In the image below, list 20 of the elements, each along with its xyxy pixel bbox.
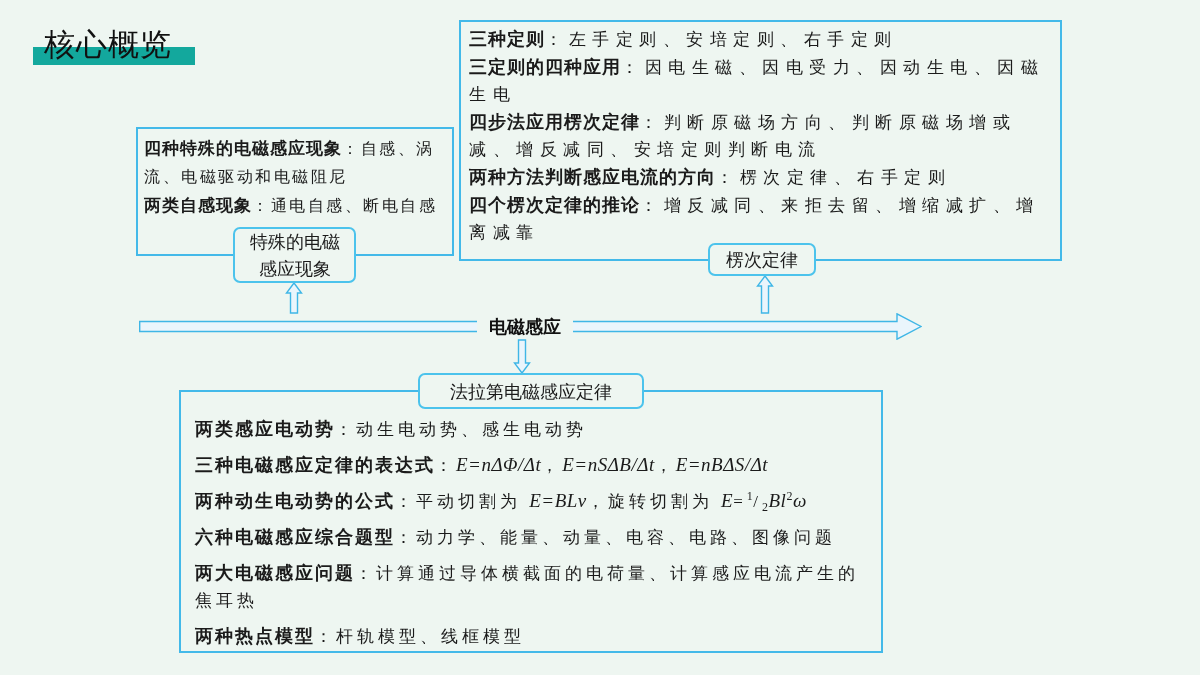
hollow-arrow (513, 339, 531, 375)
section-heading: 特殊的电磁感应现象 (233, 227, 356, 283)
summary-text: 四种特殊的电磁感应现象：自感、涡流、电磁驱动和电磁阻尼 (144, 137, 436, 187)
section-heading: 法拉第电磁感应定律 (418, 373, 644, 409)
summary-text: 四步法应用楞次定律：判断原磁场方向、判断原磁场增或减、增反减同、安培定则判断电流 (469, 110, 1017, 161)
summary-text: 两类感应电动势：动生电动势、感生电动势 (195, 417, 588, 441)
summary-text: 四个楞次定律的推论：增反减同、来拒去留、增缩减扩、增离减靠 (469, 193, 1041, 244)
summary-text: 两种热点模型：杆轨模型、线框模型 (195, 624, 526, 648)
hollow-arrow (285, 281, 303, 314)
summary-text: 三种定则：左手定则、安培定则、右手定则 (469, 27, 899, 51)
summary-text: 三定则的四种应用：因电生磁、因电受力、因动生电、因磁生电 (469, 55, 1045, 106)
topic-label: 电磁感应 (477, 314, 573, 339)
summary-text: 两大电磁感应问题：计算通过导体横截面的电荷量、计算感应电流产生的焦耳热 (195, 561, 860, 612)
summary-text: 两种动生电动势的公式：平动切割为 E=BLv，旋转切割为 E=$^{1}$/$_{2}$Bl$^{2}$ω (195, 488, 808, 515)
summary-text: 六种电磁感应综合题型：动力学、能量、动量、电容、电路、图像问题 (195, 525, 837, 549)
hollow-arrow (756, 274, 774, 314)
section-heading: 楞次定律 (708, 243, 816, 276)
summary-text: 三种电磁感应定律的表达式：E=nΔΦ/Δt，E=nSΔB/Δt，E=nBΔS/Δt (195, 453, 770, 477)
summary-text: 两类自感现象：通电自感、断电自感 (144, 194, 438, 217)
summary-text: 两种方法判断感应电流的方向：楞次定律、右手定则 (469, 165, 952, 189)
